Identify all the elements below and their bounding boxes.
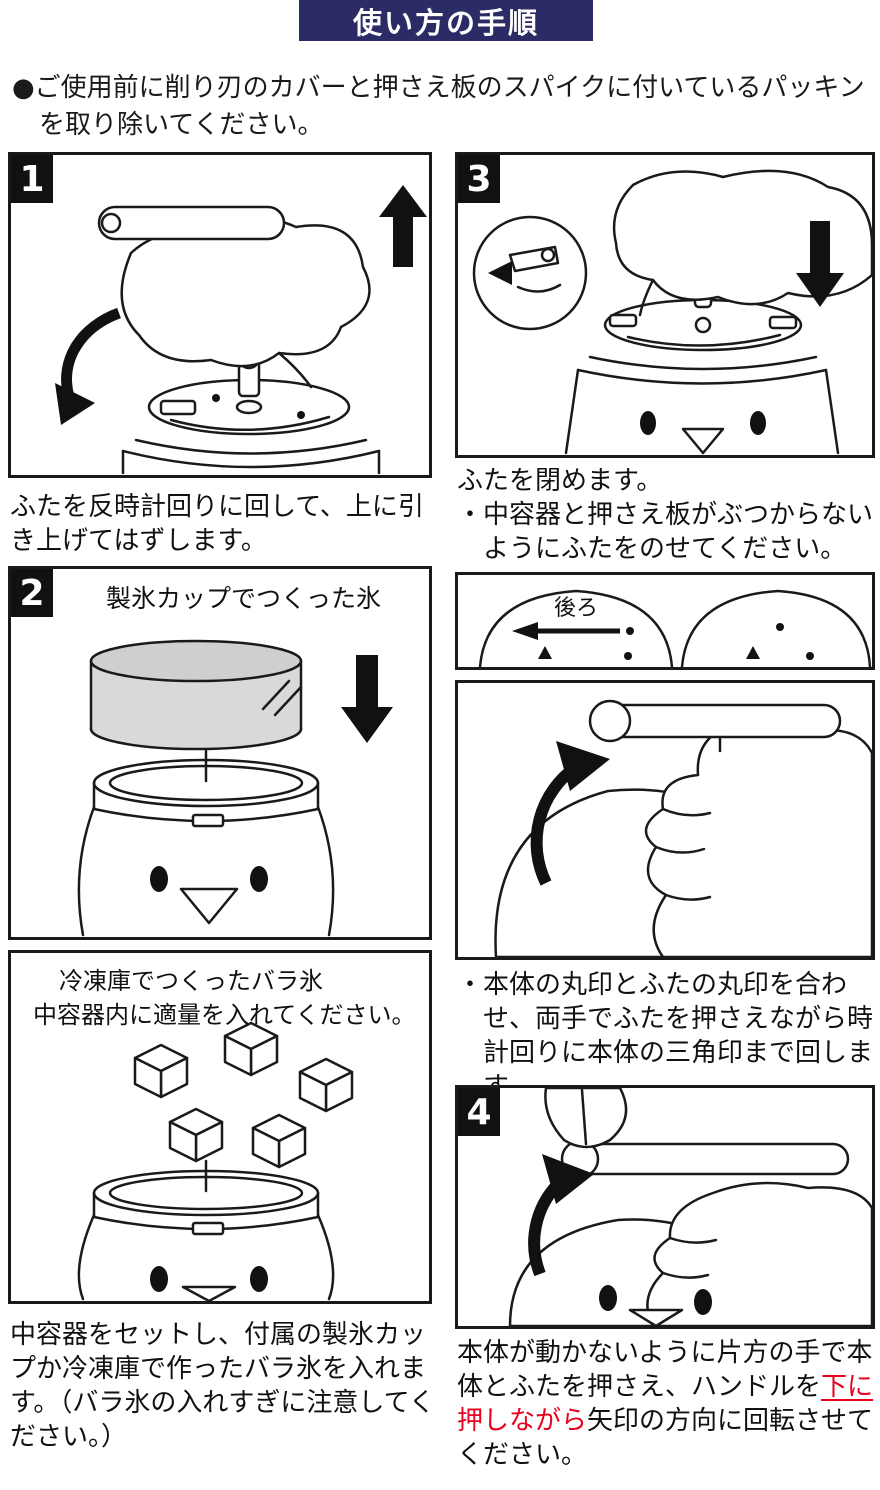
step4-panel: 4 <box>455 1085 875 1329</box>
alignment-label: 後ろ <box>554 596 598 621</box>
bulk-ice-label-1: 冷凍庫でつくったバラ氷 <box>59 967 323 995</box>
step4-number-badge: 4 <box>458 1088 500 1136</box>
blade-plate <box>147 378 351 436</box>
step2-figure-label: 製氷カップでつくった氷 <box>106 584 382 613</box>
rotate-arrow-icon <box>530 741 610 886</box>
penguin-body <box>564 355 840 455</box>
lid-top-right <box>680 589 872 667</box>
intro-note: ●ご使用前に削り刃のカバーと押さえ板のスパイクに付いているパッキンを取り除いてく… <box>12 73 865 140</box>
step1-caption: ふたを反時計回りに回して、上に引き上げてはずします。 <box>10 492 424 556</box>
step4-caption-part2: 矢印の方向に回転させてください。 <box>457 1406 874 1470</box>
penguin-container <box>77 749 335 937</box>
page-title: 使い方の手順 <box>352 5 539 40</box>
down-arrow-icon <box>341 655 393 743</box>
rotate-arrow-icon <box>528 1154 594 1277</box>
ice-cubes <box>133 1021 354 1169</box>
step2-panel: 2 製氷カップでつくった氷 <box>8 566 432 940</box>
step1-number-badge: 1 <box>11 155 53 203</box>
penguin-container <box>77 1159 335 1301</box>
step2-caption: 中容器をセットし、付属の製氷カップか冷凍庫で作ったバラ氷を入れます。（バラ氷の入… <box>10 1320 435 1452</box>
turning-illustration <box>494 699 872 957</box>
hand <box>612 169 872 317</box>
step4-caption: 本体が動かないように片方の手で本体とふたを押さえ、ハンドルを下に押しながら矢印の… <box>457 1336 880 1472</box>
up-arrow-icon <box>379 185 427 267</box>
step1-illustration <box>55 185 427 475</box>
step3-caption-note: ・中容器と押さえ板がぶつからないようにふたをのせてください。 <box>457 500 874 564</box>
hand <box>120 216 371 389</box>
step3-caption-rotate: ・本体の丸印とふたの丸印を合わせ、両手でふたを押さえながら時計回りに本体の三角印… <box>457 970 874 1102</box>
bulk-ice-illustration <box>77 1021 354 1301</box>
alignment-illustration: 後ろ <box>478 589 872 667</box>
container-rim <box>121 438 381 475</box>
penguin-face <box>599 1285 712 1326</box>
bulk-ice-panel: 冷凍庫でつくったバラ氷 中容器内に適量を入れてください。 <box>8 950 432 1304</box>
header-bar: 使い方の手順 <box>299 0 593 41</box>
crank-handle <box>588 699 842 753</box>
crank-handle <box>560 1139 850 1179</box>
step3-caption-close: ふたを閉めます。 <box>457 466 663 496</box>
lid-top-left: 後ろ <box>478 589 674 667</box>
turning-panel <box>455 680 875 960</box>
step2-illustration <box>77 639 393 937</box>
counterclockwise-arrow-icon <box>55 307 122 425</box>
hands <box>644 721 872 957</box>
step3-illustration <box>472 169 872 455</box>
ice-block <box>89 639 303 751</box>
step2-number-badge: 2 <box>11 569 53 617</box>
step1-panel: 1 <box>8 152 432 478</box>
step4-caption-red: 押しながら <box>457 1406 588 1436</box>
pressing-hand <box>544 1088 628 1149</box>
step4-caption-part1: 本体が動かないように片方の手で本体とふたを押さえ、ハンドルを <box>457 1338 873 1402</box>
hand-on-body <box>646 1181 872 1326</box>
bulk-ice-label-2: 中容器内に適量を入れてください。 <box>33 1001 416 1029</box>
step3-panel: 3 <box>455 152 875 458</box>
crank-handle <box>97 205 286 241</box>
alignment-panel: 後ろ <box>455 572 875 670</box>
step3-number-badge: 3 <box>458 155 500 203</box>
step4-caption-red-underline: 下に <box>821 1372 874 1402</box>
detail-circle <box>472 215 588 331</box>
step4-illustration <box>508 1088 872 1326</box>
down-arrow-icon <box>796 221 844 307</box>
